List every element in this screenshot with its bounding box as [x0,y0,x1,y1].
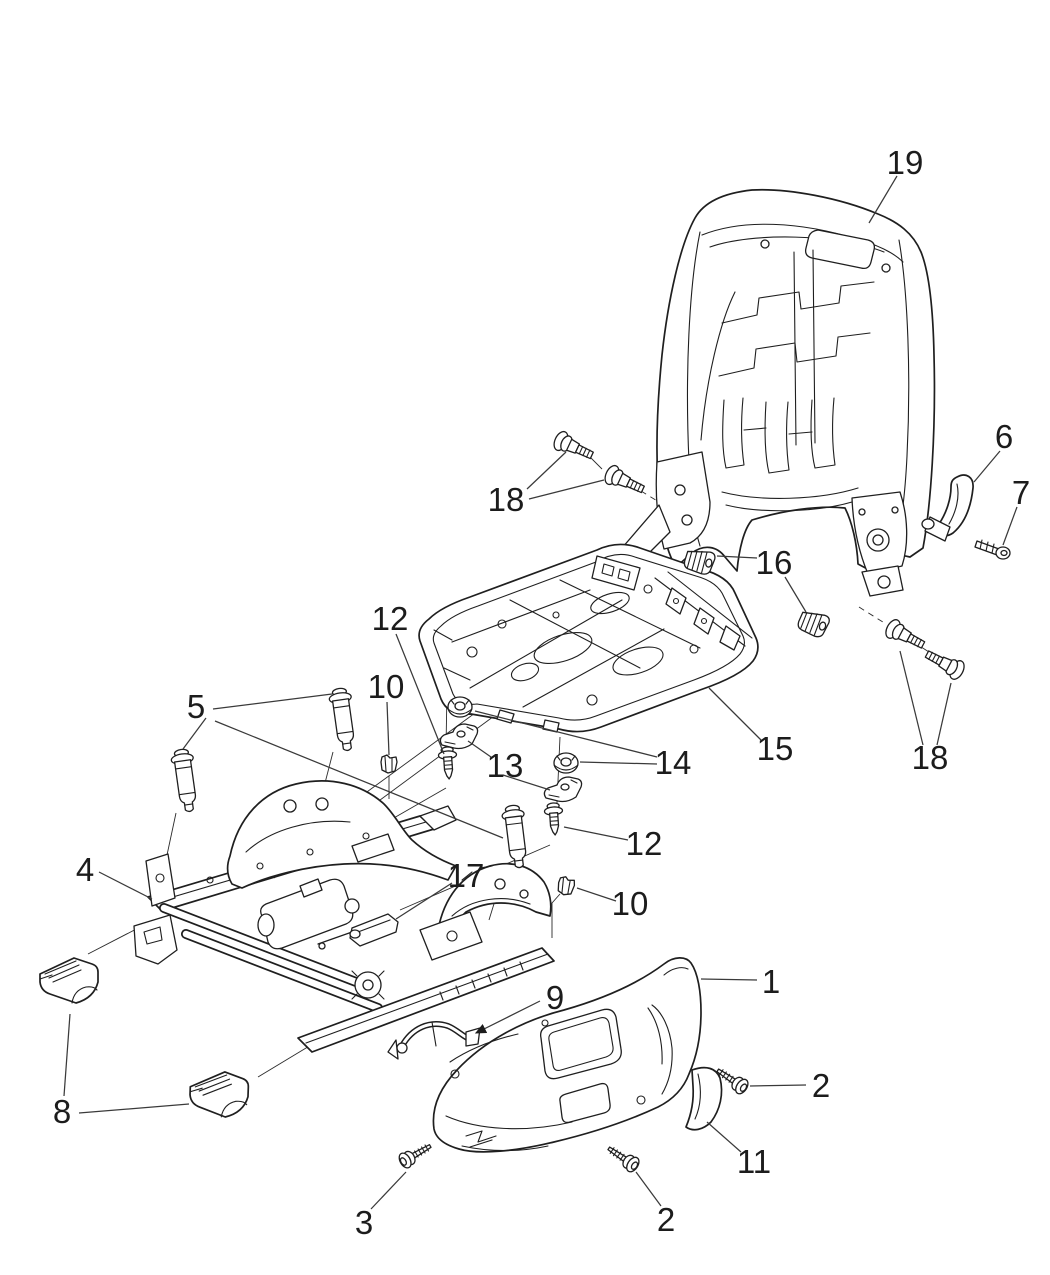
callout-1: 1 [762,963,780,1000]
back-bolt-right-b [921,644,968,683]
callout-17: 17 [448,857,485,894]
callout-labels: 19 6 7 18 16 12 10 5 14 13 15 18 12 4 17… [53,144,1030,1241]
callout-4: 4 [76,851,94,888]
callout-18-left: 18 [488,481,525,518]
callout-leaders [63,175,1018,1210]
seat-cushion-pan [418,543,759,733]
callout-19: 19 [887,144,924,181]
cushion-guide-b [795,607,832,640]
callout-10-upper: 10 [368,668,405,705]
callout-6: 6 [995,418,1013,455]
front-bolt-right [543,801,565,837]
nut-left [447,696,473,718]
riser-bolt-c [500,803,532,870]
end-cap-left [39,957,99,1004]
riser-bolt-b [327,686,360,753]
callout-7: 7 [1012,474,1030,511]
grommet-left [380,754,398,774]
release-cable [387,1021,481,1060]
callout-11: 11 [737,1143,771,1180]
callout-14: 14 [655,744,692,781]
clamp-right [543,776,583,803]
callout-15: 15 [757,730,794,767]
handle-pivot-bolt [974,539,1011,560]
callout-2-bottom: 2 [657,1201,675,1238]
back-bolt-right-a [882,616,929,655]
riser-bolt-a [169,747,202,814]
callout-9: 9 [546,979,564,1016]
nut-right [553,752,579,774]
seat-back-frame [621,188,936,597]
shield-screw-lower [603,1141,643,1175]
recliner-handle [921,474,974,542]
callout-12-upper: 12 [372,600,409,637]
callout-10-right: 10 [612,885,649,922]
callout-3: 3 [355,1204,373,1241]
callout-8: 8 [53,1093,71,1130]
callout-16: 16 [756,544,793,581]
callout-12-right: 12 [626,825,663,862]
seat-adjuster-track [133,780,555,1053]
callout-13: 13 [487,747,524,784]
callout-18-right: 18 [912,739,949,776]
callout-5: 5 [187,688,205,725]
end-cap-front [188,1069,250,1119]
callout-2-right: 2 [812,1067,830,1104]
grommet-right [556,875,577,897]
sensor-bracket [317,913,399,950]
shield-outboard [432,957,702,1153]
back-bolt-left-b [601,462,648,500]
shield-inner [685,1066,723,1131]
front-bolt-left [437,745,459,781]
shield-screw-front [396,1138,435,1171]
